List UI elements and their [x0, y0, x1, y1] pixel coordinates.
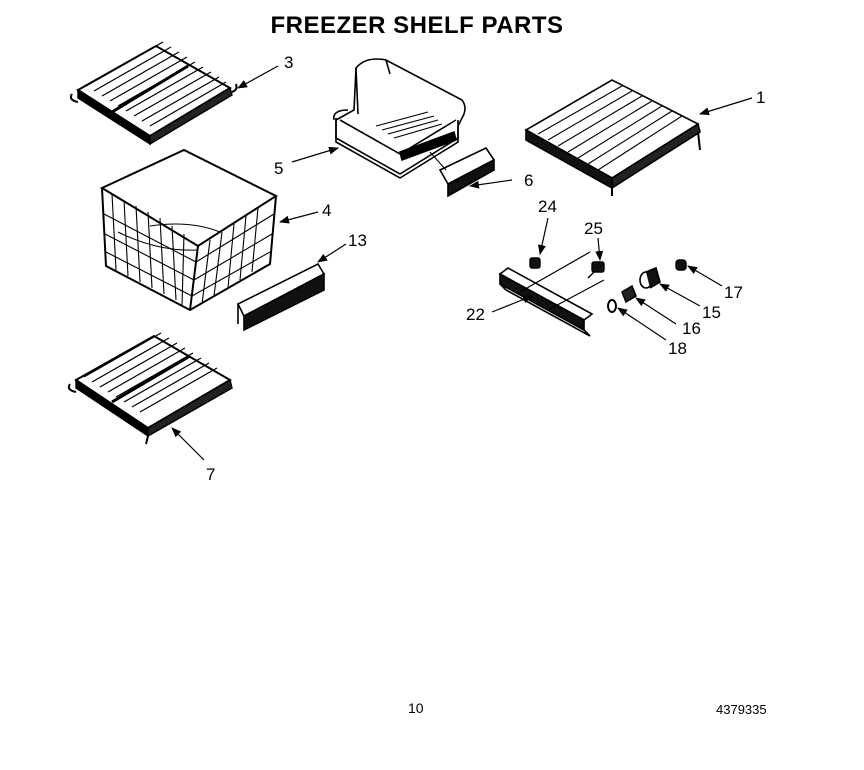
part-25-screw: [587, 261, 605, 279]
part-16-bushing: [621, 284, 637, 304]
part-1-shelf: [524, 79, 701, 196]
part-17-screw: [675, 259, 687, 271]
callout-25: 25: [584, 219, 603, 238]
leader-lines: [171, 65, 753, 461]
callout-17: 17: [724, 283, 743, 302]
callout-15: 15: [702, 303, 721, 322]
callout-7: 7: [206, 465, 215, 484]
callout-13: 13: [348, 231, 367, 250]
callout-labels: 1 3 4 5 6 7 13 15 16 17 18 22 24 25: [206, 53, 765, 484]
part-24-screw: [529, 257, 541, 269]
callout-24: 24: [538, 197, 557, 216]
callout-5: 5: [274, 159, 283, 178]
callout-3: 3: [284, 53, 293, 72]
callout-16: 16: [682, 319, 701, 338]
part-7-wire-shelf: [67, 332, 233, 445]
part-5-freezer-bin: [332, 58, 466, 179]
part-6-bin-rail: [429, 146, 496, 198]
part-4-wire-basket: [99, 148, 279, 312]
document-number: 4379335: [716, 702, 767, 717]
callout-18: 18: [668, 339, 687, 358]
page-number: 10: [408, 700, 424, 716]
callout-4: 4: [322, 201, 331, 220]
part-15-roller: [639, 266, 661, 289]
part-18-washer: [607, 299, 617, 313]
callout-1: 1: [756, 88, 765, 107]
callout-6: 6: [524, 171, 533, 190]
part-22-slide-rail: [498, 251, 605, 337]
part-3-wire-shelf: [69, 41, 238, 146]
part-13-basket-trim: [236, 262, 326, 332]
callout-22: 22: [466, 305, 485, 324]
diagram-title: FREEZER SHELF PARTS: [270, 12, 564, 39]
